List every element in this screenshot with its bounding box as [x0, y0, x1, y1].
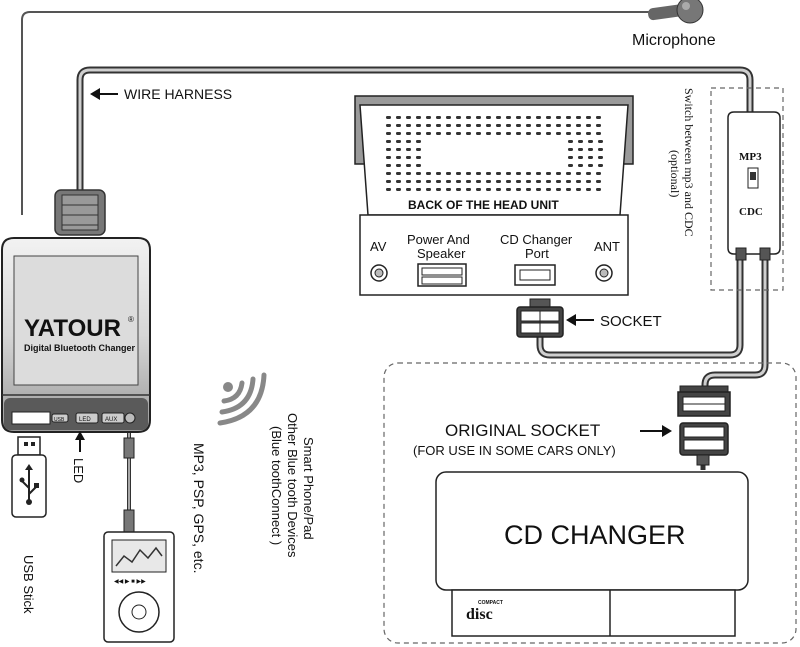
ant-label: ANT — [594, 239, 620, 254]
original-socket-note: (FOR USE IN SOME CARS ONLY) — [413, 443, 616, 458]
original-socket-connector — [679, 422, 729, 466]
head-unit-label: BACK OF THE HEAD UNIT — [408, 198, 559, 212]
device-brand: YATOUR — [24, 315, 121, 342]
compact-disc-logo: COMPACT disc — [466, 600, 503, 623]
usb-stick — [11, 436, 47, 518]
switch-cdc-label: CDC — [739, 206, 763, 218]
mp3-devices-label: MP3, PSP, GPS, etc. — [191, 443, 207, 573]
smartphone-label-line3: (Blue toothConnect ) — [269, 426, 284, 545]
power-speaker-label-2: Speaker — [417, 246, 466, 261]
head-unit — [354, 95, 634, 296]
switch-dashed-area — [710, 87, 784, 291]
port-led-label: LED — [79, 417, 91, 423]
cd-logo-small: COMPACT — [478, 600, 503, 606]
led-label: LED — [71, 458, 86, 483]
smartphone-label-line1: Smart Phone/Pad — [301, 437, 316, 540]
cd-changer-dashed-area — [383, 362, 797, 644]
yatour-device: USB LED AUX — [1, 189, 151, 433]
original-socket-arrow-icon — [640, 425, 672, 437]
av-label: AV — [370, 239, 387, 254]
cd-changer — [435, 471, 749, 637]
wireless-signal-icon — [217, 372, 267, 426]
player-buttons: ◀◀ ▶ ■ ▶▶ — [114, 579, 146, 585]
original-socket-cable — [701, 250, 769, 392]
cd-changer-label: CD CHANGER — [504, 520, 686, 550]
original-socket-label: ORIGINAL SOCKET — [445, 421, 600, 440]
device-registered-mark: ® — [128, 315, 134, 324]
switch-caption-line2: (optional) — [668, 150, 682, 197]
socket-connector — [516, 298, 564, 338]
microphone-label: Microphone — [632, 32, 716, 49]
power-speaker-label-1: Power And — [407, 232, 470, 247]
port-usb-label: USB — [54, 417, 65, 423]
cd-logo-big: disc — [466, 606, 493, 623]
cd-changer-port-label-2: Port — [525, 246, 549, 261]
switch-mp3-label: MP3 — [739, 151, 762, 163]
device-subtitle: Digital Bluetooth Changer — [24, 343, 135, 353]
microphone-cable — [21, 11, 650, 215]
port-aux-label: AUX — [105, 417, 117, 423]
cd-changer-port-label-1: CD Changer — [500, 232, 573, 247]
adapter-connector — [677, 385, 731, 417]
socket-label: SOCKET — [600, 313, 662, 330]
wire-harness-label: WIRE HARNESS — [124, 86, 232, 102]
smartphone-label-line2: Other Blue tooth Devices — [285, 413, 300, 558]
arrow-up-icon — [75, 431, 85, 452]
arrow-left-icon — [90, 88, 118, 100]
mp3-player: ◀◀ ▶ ■ ▶▶ — [103, 437, 175, 643]
socket-arrow-icon — [566, 314, 594, 326]
head-unit-vents — [386, 116, 603, 191]
usb-stick-label: USB Stick — [21, 555, 36, 614]
usb-icon — [19, 464, 39, 505]
switch-caption-line1: Switch between mp3 and CDC — [682, 88, 696, 237]
microphone-icon — [648, 0, 704, 24]
switch-box — [727, 111, 781, 261]
